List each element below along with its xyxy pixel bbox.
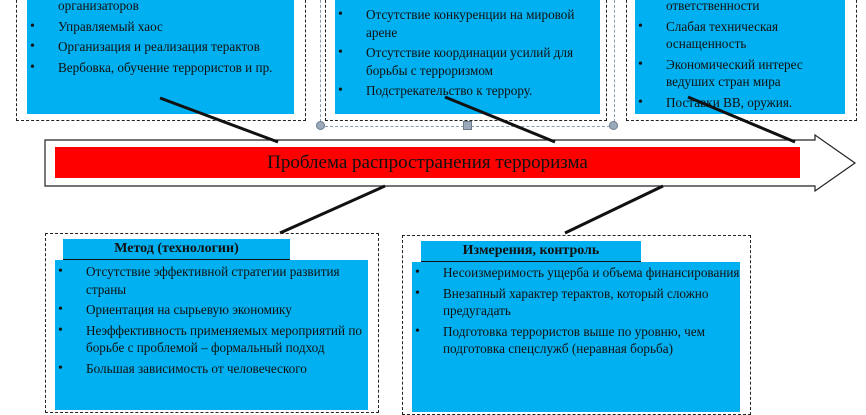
list-item: Ориентация на сырьевую экономику xyxy=(55,301,368,319)
cause-list-top-right: ответственности Слабая техническая оснащ… xyxy=(635,0,845,114)
list-item: ответственности xyxy=(635,0,845,15)
list-item: Подготовка террористов выше по уровню, ч… xyxy=(412,323,740,358)
item-text: Экономический интерес ведуших стран мира xyxy=(666,56,803,90)
measurement-list: Несоизмеримость ущерба и объема финансир… xyxy=(412,262,740,412)
list-item: Отсутствие эффективной стратегии развити… xyxy=(55,263,368,298)
list-item: Экономический интерес ведуших стран мира xyxy=(635,56,845,91)
list-item: организаторов xyxy=(27,0,294,15)
item-text: Вербовка, обучение террористов и пр. xyxy=(58,59,273,75)
list-item: Вербовка, обучение террористов и пр. xyxy=(27,59,294,77)
list-item: Большая зависимость от человеческого xyxy=(55,360,368,378)
list-item: Подстрекательство к террору. xyxy=(335,82,600,100)
method-title: Метод (технологии) xyxy=(63,239,290,260)
item-text: Отсутствие эффективной стратегии развити… xyxy=(86,264,340,297)
selection-handle[interactable] xyxy=(316,121,325,130)
list-item: Управляемый хаос xyxy=(27,18,294,36)
item-text: Неэффективность применяемых мероприятий … xyxy=(86,322,362,356)
selection-handle[interactable] xyxy=(463,121,472,130)
cause-box-top-middle xyxy=(325,0,607,121)
cause-list-top-left: организаторов Управляемый хаос Организац… xyxy=(27,0,294,114)
item-text: Ориентация на сырьевую экономику xyxy=(86,302,292,317)
item-text: организаторов xyxy=(58,0,139,13)
item-text: Подготовка террористов выше по уровню, ч… xyxy=(443,323,706,357)
list-item: Поставки ВВ, оружия. xyxy=(635,94,845,112)
list-item: Организация и реализация терактов xyxy=(27,38,294,56)
list-item: Отсутствие конкуренции на мировой арене xyxy=(335,6,600,41)
item-text: Отсутствие координации усилий для борьбы… xyxy=(366,45,574,78)
list-item: Внезапный характер терактов, который сло… xyxy=(412,285,740,320)
bone-line xyxy=(564,184,664,235)
item-text: Большая зависимость от человеческого xyxy=(86,360,307,376)
bone-line xyxy=(444,95,556,144)
item-text: Подстрекательство к террору. xyxy=(366,83,533,98)
list-item: Несоизмеримость ущерба и объема финансир… xyxy=(412,264,740,282)
list-item: Слабая техническая оснащенность xyxy=(635,18,845,53)
bone-line xyxy=(159,96,279,144)
item-text: Поставки ВВ, оружия. xyxy=(666,94,793,110)
bone-line xyxy=(279,184,386,235)
item-text: Несоизмеримость ущерба и объема финансир… xyxy=(443,265,740,280)
item-text: Отсутствие конкуренции на мировой арене xyxy=(366,7,575,40)
item-text: Слабая техническая оснащенность xyxy=(666,18,779,52)
bone-line xyxy=(687,95,796,144)
list-item: Отсутствие координации усилий для борьбы… xyxy=(335,44,600,79)
item-text: ответственности xyxy=(666,0,760,13)
main-problem: Проблема распространения терроризма xyxy=(55,147,800,178)
cause-box-top-left xyxy=(16,0,306,121)
selection-handle[interactable] xyxy=(609,121,618,130)
method-list: Отсутствие эффективной стратегии развити… xyxy=(55,260,368,410)
measurement-title: Измерения, контроль xyxy=(421,241,641,262)
item-text: Управляемый хаос xyxy=(58,18,163,34)
item-text: Внезапный характер терактов, который сло… xyxy=(443,285,709,319)
item-text: Организация и реализация терактов xyxy=(58,39,260,54)
list-item: Неэффективность применяемых мероприятий … xyxy=(55,322,368,357)
cause-list-top-middle: Отсутствие конкуренции на мировой арене … xyxy=(335,0,600,114)
